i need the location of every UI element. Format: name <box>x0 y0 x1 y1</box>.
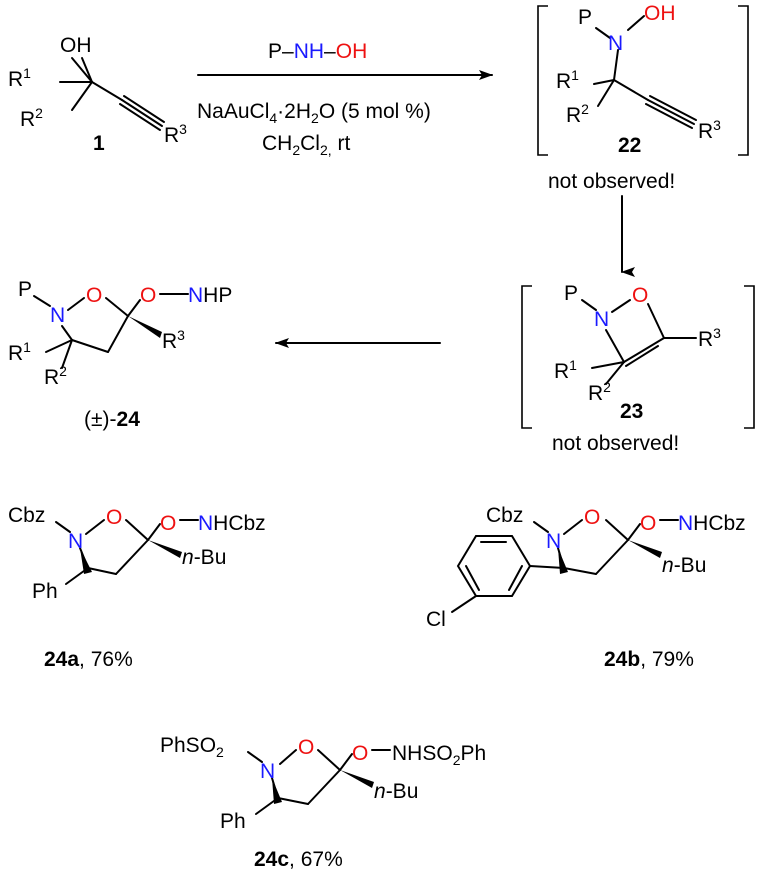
compound-24b: Cbz N O O NHCbz n-Bu Cl 24b, 79% <box>426 504 746 671</box>
solvent: CH2Cl2, rt <box>262 132 350 158</box>
c24b-n: N <box>546 530 561 553</box>
wedge-bond <box>272 778 282 804</box>
c23-p: P <box>564 282 578 305</box>
c24-o2: O <box>140 284 156 307</box>
c1-oh: OH <box>60 34 92 57</box>
c23-r1: R1 <box>554 357 577 383</box>
c22-r3: R3 <box>698 117 721 143</box>
c24-nhp: NHP <box>188 284 232 307</box>
c24b-cbz: Cbz <box>486 504 523 527</box>
c24c-ph: Ph <box>220 810 246 833</box>
c24a-ph: Ph <box>32 580 58 603</box>
c23-n: N <box>594 308 609 331</box>
c24c-phso2: PhSO2 <box>160 734 224 760</box>
compound-24: P N O O NHP R1 R2 R3 (±)-24 <box>8 278 232 431</box>
c24c-nbu: n-Bu <box>374 780 418 803</box>
c1-r2: R2 <box>20 105 43 131</box>
c22-note: not observed! <box>548 170 675 193</box>
c1-r3: R3 <box>164 121 187 147</box>
c22-n: N <box>608 32 623 55</box>
c23-r3: R3 <box>698 325 721 351</box>
c22-p: P <box>578 6 592 29</box>
compound-24c: PhSO2 N O O NHSO2Ph n-Bu Ph 24c, 67% <box>160 734 486 871</box>
arrow-step-1: P–NH–OH NaAuCl4·2H2O (5 mol %) CH2Cl2, r… <box>197 40 493 158</box>
wedge-bond <box>148 540 182 558</box>
c24b-label: 24b, 79% <box>604 648 694 671</box>
wedge-bond <box>340 770 374 788</box>
c23-note: not observed! <box>552 432 679 455</box>
c23-label: 23 <box>620 400 643 423</box>
c24a-nbu: n-Bu <box>182 546 226 569</box>
c24a-label: 24a, 76% <box>44 648 133 671</box>
c24b-o2: O <box>640 512 656 535</box>
wedge-bond <box>80 548 92 574</box>
c24a-nhcbz: NHCbz <box>198 512 266 535</box>
c24b-nhcbz: NHCbz <box>678 512 746 535</box>
c24c-o2: O <box>352 742 368 765</box>
c24a-cbz: Cbz <box>8 504 45 527</box>
c22-r1: R1 <box>556 67 579 93</box>
c24-label: (±)-24 <box>84 408 140 431</box>
chlorophenyl-ring <box>451 535 565 613</box>
compound-1: OH R1 R2 R3 1 <box>8 34 187 155</box>
c24-n: N <box>50 304 65 327</box>
c24-p: P <box>18 278 32 301</box>
c24-o: O <box>86 284 102 307</box>
c23-o: O <box>632 284 648 307</box>
c24c-n: N <box>260 760 275 783</box>
c1-r1: R1 <box>8 65 31 91</box>
c1-label: 1 <box>93 132 105 155</box>
c24a-o2: O <box>160 512 176 535</box>
c24c-o: O <box>298 736 314 759</box>
c24-r3: R3 <box>162 327 185 353</box>
reagent: P–NH–OH <box>268 40 367 63</box>
compound-22: P N OH R1 R2 R3 22 not observed! <box>537 2 749 193</box>
compound-23: P N O R1 R2 R3 23 not observed! <box>521 282 755 455</box>
c24b-cl: Cl <box>426 608 446 631</box>
catalyst: NaAuCl4·2H2O (5 mol %) <box>197 100 431 126</box>
c24-r1: R1 <box>8 339 31 365</box>
c24c-label: 24c, 67% <box>254 848 343 871</box>
c22-r2: R2 <box>566 101 589 127</box>
wedge-bond <box>628 540 662 558</box>
c22-oh: OH <box>644 2 676 25</box>
c22-label: 22 <box>618 134 641 157</box>
c24b-nbu: n-Bu <box>662 554 706 577</box>
compound-24a: Cbz N O O NHCbz n-Bu Ph 24a, 76% <box>8 504 266 671</box>
c24a-n: N <box>68 530 83 553</box>
c23-r2: R2 <box>588 379 611 405</box>
c24b-o: O <box>584 506 600 529</box>
c24-r2: R2 <box>44 363 67 389</box>
wedge-bond <box>128 316 162 338</box>
c24a-o: O <box>106 506 122 529</box>
c24c-nhso2ph: NHSO2Ph <box>392 742 486 768</box>
